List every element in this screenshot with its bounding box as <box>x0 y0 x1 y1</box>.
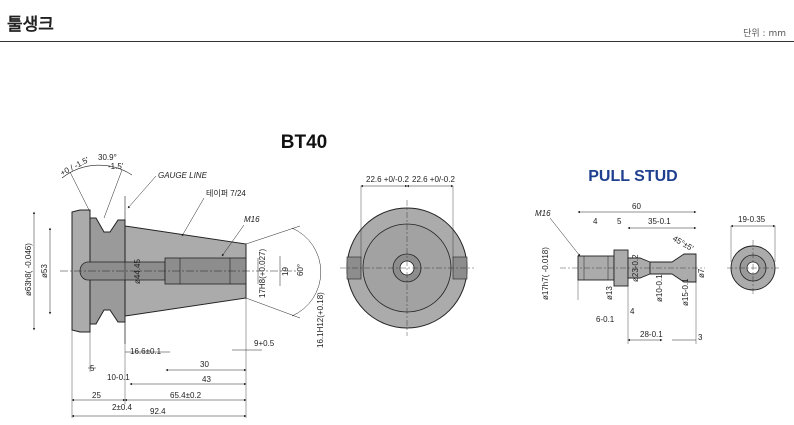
stud-end-ext <box>730 226 776 262</box>
page-title: 툴생크 <box>7 15 54 35</box>
n35-label: 35-0.1 <box>648 217 671 226</box>
d13-label: ø13 <box>605 286 614 300</box>
d10-label: ø10-0.1 <box>655 274 664 302</box>
n654-label: 65.4±0.2 <box>170 391 202 400</box>
angle-30-tol: -1.5' <box>108 162 124 171</box>
stud-n4b-label: 4 <box>630 307 635 316</box>
d161-label: 16.1H12(+0.18) <box>316 292 325 348</box>
n25-label: 25 <box>92 391 101 400</box>
page-header: 툴생크 단위 : mm <box>0 0 794 44</box>
d15-label: ø15-0.1 <box>681 278 690 306</box>
n9-label: 9+0.5 <box>254 339 275 348</box>
d17h7-label: ø17h7( -0.018) <box>541 247 550 300</box>
w1-label: 22.6 +0/-0.2 <box>366 175 409 184</box>
arc-60 <box>291 227 322 317</box>
header-divider <box>0 41 794 42</box>
stud-n5-label: 5 <box>617 217 622 226</box>
m16-leader <box>221 224 245 257</box>
taper-end-b <box>245 297 301 319</box>
a45-label: 45°±5' <box>671 234 695 253</box>
d19-label: 19 <box>281 267 290 276</box>
d23-label: ø23-0.2 <box>631 254 640 282</box>
n30-label: 30 <box>200 360 209 369</box>
n60-label: 60 <box>632 202 641 211</box>
d63-label: ø63h8( -0.046) <box>24 243 33 296</box>
pull-stud-view: PULL STUD M16 60 4 5 35-0.1 45°±5' ø17h7… <box>535 168 706 344</box>
unit-label: 단위 : mm <box>743 29 786 39</box>
n3-label: 3 <box>698 333 703 342</box>
d53-label: ø53 <box>40 264 49 278</box>
pull-stud-title: PULL STUD <box>588 168 677 185</box>
d7-label: ø7 <box>697 268 706 278</box>
angle-line-b <box>103 169 123 219</box>
taper-label: 테이퍼 7/24 <box>206 188 246 198</box>
stud-end-d19-label: 19-0.35 <box>738 215 766 224</box>
gauge-line-label: GAUGE LINE <box>158 171 208 180</box>
w2-label: 22.6 +0/-0.2 <box>412 175 455 184</box>
d4445-label: ø44.45 <box>133 259 142 284</box>
n10-label: 10-0.1 <box>107 373 130 382</box>
stud-ext <box>577 280 697 344</box>
n28-label: 28-0.1 <box>640 330 663 339</box>
stud-end-view: 19-0.35 <box>727 215 779 296</box>
angle-line-a <box>69 171 91 213</box>
extension-lines <box>71 298 247 418</box>
n924-label: 92.4 <box>150 407 166 416</box>
angle-30-label: 30.9° <box>98 153 117 162</box>
bt40-title: BT40 <box>281 132 327 153</box>
stud-m16-leader <box>549 217 581 257</box>
d17h8-label: 17H8(+0.027) <box>258 249 267 298</box>
taper-leader <box>181 197 205 237</box>
bt40-m16-label: M16 <box>244 215 260 224</box>
bt40-side-view: BT40 30.9° -1.5' +0 / -1.5' GAUGE LINE 테… <box>24 132 327 418</box>
gauge-leader <box>127 175 157 209</box>
n43-label: 43 <box>202 375 211 384</box>
n5-label: 5 <box>90 364 95 373</box>
stud-n4-label: 4 <box>593 217 598 226</box>
n6-label: 6-0.1 <box>596 315 615 324</box>
n2-label: 2±0.4 <box>112 403 133 412</box>
taper-end-a <box>245 225 301 245</box>
angle-arc-30 <box>61 164 133 179</box>
n166-label: 16.6±0.1 <box>130 347 162 356</box>
angle-60-label: 60° <box>296 264 305 276</box>
bt40-front-view: 22.6 +0/-0.2 22.6 +0/-0.2 <box>340 175 474 336</box>
stud-m16-label: M16 <box>535 209 551 218</box>
front-ext <box>360 186 454 258</box>
